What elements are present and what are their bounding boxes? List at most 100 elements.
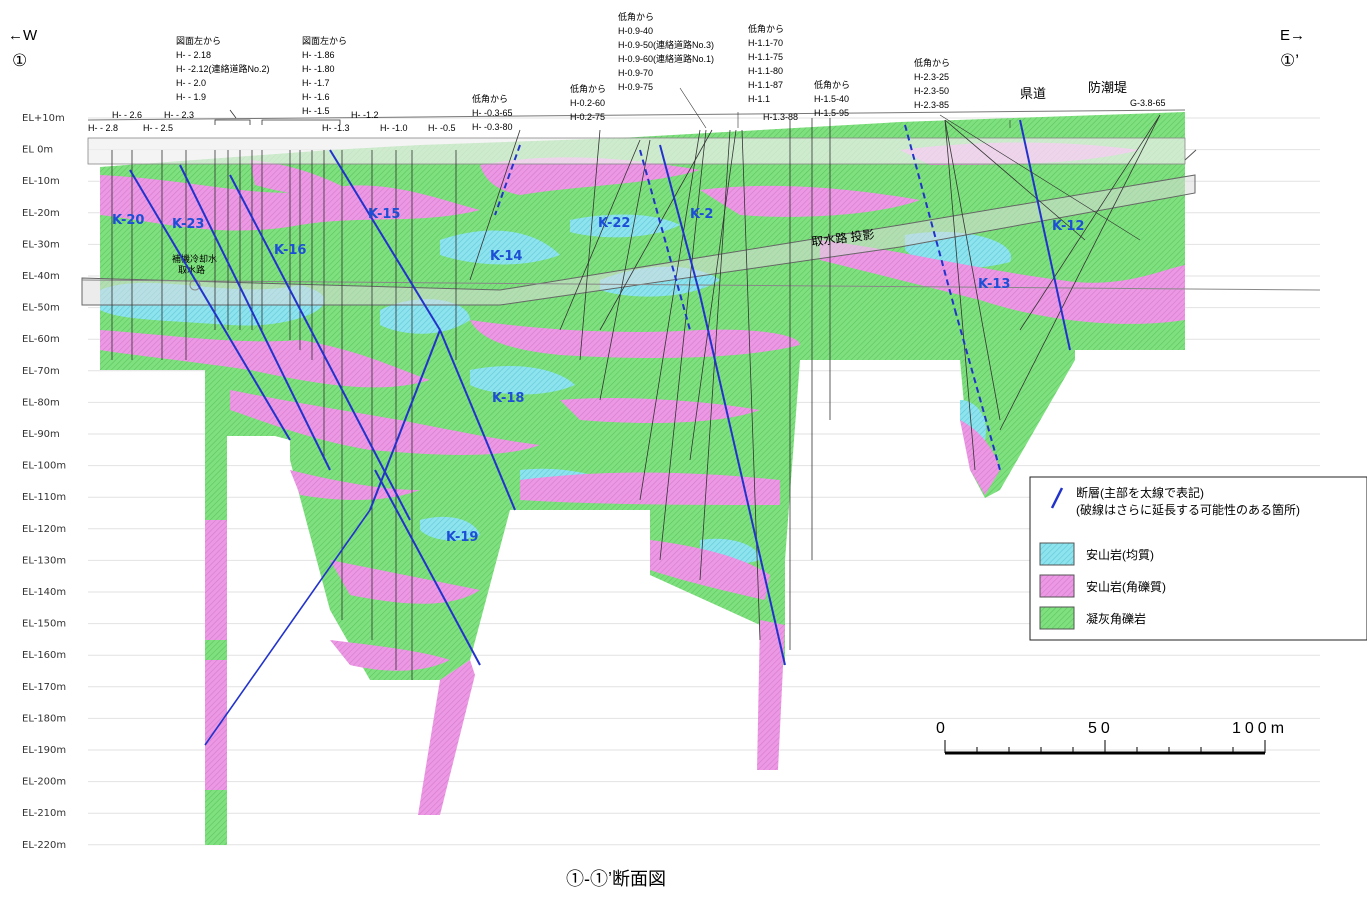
elevation-label: EL-110m: [22, 492, 66, 503]
elevation-label: EL-130m: [22, 555, 66, 566]
andesite-breccia-band: [330, 560, 480, 604]
elevation-label: EL-200m: [22, 777, 66, 788]
svg-text:K-13: K-13: [978, 277, 1010, 292]
borehole-label: H-0.2-75: [570, 112, 605, 122]
borehole-line: [659, 129, 707, 561]
borehole-label: H-2.3-25: [914, 72, 949, 82]
borehole-line: [1019, 114, 1161, 331]
svg-text:50: 50: [1088, 720, 1114, 737]
borehole-group-5: 低角からH-0.9-40H-0.9-50(連絡道路No.3)H-0.9-60(連…: [618, 11, 714, 92]
borehole-label: H-1.5-40: [814, 94, 849, 104]
elevation-label: EL-50m: [22, 303, 60, 314]
borehole-label: H-1.1: [748, 94, 770, 104]
borehole-label: 低角から: [748, 23, 784, 34]
borehole-line: [944, 119, 976, 471]
andesite-lens: [380, 299, 470, 334]
elevation-label: EL-20m: [22, 208, 60, 219]
svg-text:安山岩(均質): 安山岩(均質): [1086, 547, 1154, 562]
elevation-label: EL-210m: [22, 808, 66, 819]
borehole-line: [599, 139, 651, 401]
borehole-label: H-0.9-60(連絡道路No.1): [618, 53, 714, 64]
west-label: ←W ①: [8, 27, 38, 70]
borehole-line: [699, 129, 731, 581]
andesite-breccia-band: [470, 320, 800, 358]
borehole-line: [579, 129, 601, 361]
borehole-line: [999, 114, 1161, 431]
elevation-label: EL-140m: [22, 587, 66, 598]
borehole-label: H-1.1-70: [748, 38, 783, 48]
svg-text:H- -1.0: H- -1.0: [380, 123, 408, 133]
borehole-label: H- -0.3-65: [472, 108, 513, 118]
svg-text:E→: E→: [1280, 27, 1305, 44]
elevation-label: EL-170m: [22, 682, 66, 693]
andesite-breccia-band: [250, 160, 360, 197]
borehole-label: 図面左から: [302, 35, 347, 46]
svg-text:断層(主部を太線で表記): 断層(主部を太線で表記): [1076, 485, 1204, 500]
svg-text:H- -1.3: H- -1.3: [322, 123, 350, 133]
borehole-label: H- - 2.0: [176, 78, 206, 88]
andesite-breccia-band: [700, 185, 920, 217]
svg-text:K-23: K-23: [172, 217, 204, 232]
borehole-label: H- -1.5: [302, 106, 330, 116]
elevation-label: EL-80m: [22, 397, 60, 408]
tuff-breccia-swatch: [1039, 606, 1075, 630]
scale-bar: 0 50 100m: [936, 720, 1288, 755]
andesite-breccia-band: [960, 420, 1000, 495]
svg-text:100m: 100m: [1232, 720, 1288, 737]
andesite-breccia-band: [330, 640, 450, 671]
svg-text:補機冷却水: 補機冷却水: [172, 253, 217, 264]
borehole-label: H- - 2.18: [176, 50, 211, 60]
elevation-label: EL-190m: [22, 745, 66, 756]
elevation-label: EL-40m: [22, 271, 60, 282]
borehole-label: H-0.9-70: [618, 68, 653, 78]
andesite-breccia-band: [100, 330, 430, 388]
svg-text:H- -0.5: H- -0.5: [428, 123, 456, 133]
svg-text:G-3.8-65: G-3.8-65: [1130, 98, 1166, 108]
svg-text:K-15: K-15: [368, 207, 400, 222]
borehole-label: H-1.1-75: [748, 52, 783, 62]
legend: 断層(主部を太線で表記) (破線はさらに延長する可能性のある箇所) 安山岩(均質…: [1029, 476, 1367, 641]
svg-text:県道: 県道: [1020, 86, 1046, 101]
borehole-label: H-0.9-40: [618, 26, 653, 36]
svg-text:H- - 2.3: H- - 2.3: [164, 110, 194, 120]
borehole-label: 図面左から: [176, 35, 221, 46]
borehole-label: 低角から: [618, 11, 654, 22]
boreholes: [111, 114, 1161, 680]
svg-text:K-19: K-19: [446, 530, 478, 545]
borehole-label: 低角から: [472, 93, 508, 104]
svg-text:①’: ①’: [1280, 51, 1299, 70]
svg-text:①: ①: [12, 51, 27, 70]
andesite-lens: [570, 214, 680, 238]
borehole-line: [741, 129, 761, 641]
svg-text:K-2: K-2: [690, 207, 713, 222]
fault-legend-icon: [1050, 487, 1064, 509]
elevation-label: EL 0m: [22, 145, 53, 156]
borehole-label: H-1.5-95: [814, 108, 849, 118]
svg-text:H- -1.2: H- -1.2: [351, 110, 379, 120]
svg-text:H-1.3-88: H-1.3-88: [763, 112, 798, 122]
svg-text:凝灰角礫岩: 凝灰角礫岩: [1086, 611, 1146, 626]
elevation-label: EL+10m: [22, 113, 65, 124]
elevation-label: EL-220m: [22, 840, 66, 851]
andesite-breccia-band: [820, 240, 1185, 324]
andesite-breccia-swatch: [1039, 574, 1075, 598]
borehole-label: H-0.9-75: [618, 82, 653, 92]
svg-text:(破線はさらに延長する可能性のある箇所): (破線はさらに延長する可能性のある箇所): [1076, 502, 1300, 517]
svg-text:H- - 2.6: H- - 2.6: [112, 110, 142, 120]
andesite-homogeneous-swatch: [1039, 542, 1075, 566]
svg-text:K-22: K-22: [598, 216, 630, 231]
svg-text:安山岩(角礫質): 安山岩(角礫質): [1086, 579, 1166, 594]
svg-text:0: 0: [936, 720, 945, 737]
borehole-label: H-2.3-85: [914, 100, 949, 110]
borehole-label: 低角から: [570, 83, 606, 94]
elevation-label: EL-100m: [22, 461, 66, 472]
borehole-line: [944, 119, 1001, 421]
andesite-breccia-band: [560, 398, 760, 423]
borehole-label: H-1.1-87: [748, 80, 783, 90]
